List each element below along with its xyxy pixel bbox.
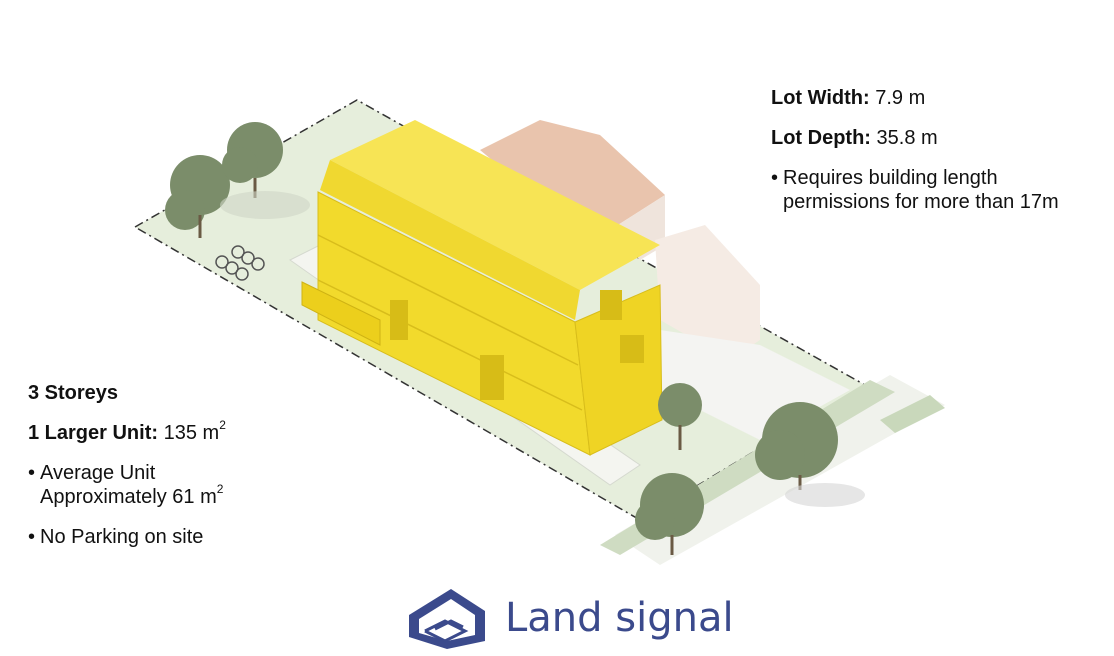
building-side-facade	[574, 284, 663, 456]
floor-line-1	[317, 234, 579, 366]
trees	[165, 122, 838, 540]
unit-info-panel: 3 Storeys 1 Larger Unit: 135 m2 • Averag…	[28, 381, 328, 549]
tree-shadow	[785, 483, 865, 507]
parking-note: • No Parking on site	[28, 526, 204, 548]
parking-text: No Parking on site	[40, 526, 204, 548]
neighbor-garage	[655, 225, 760, 360]
length-permission-note: • Requires building length permissions f…	[771, 166, 1071, 214]
tree-shadow	[220, 191, 310, 219]
lot-width-label: Lot Width:	[771, 87, 870, 109]
average-unit: • Average Unit Approximately 61 m2	[28, 462, 224, 508]
lot-depth-value: 35.8 m	[876, 127, 938, 149]
larger-unit-label: 1 Larger Unit:	[28, 422, 159, 444]
lot-width-value: 7.9 m	[875, 87, 926, 109]
building-roof-left	[320, 160, 580, 320]
floor-line-2	[317, 279, 583, 411]
storeys-label: 3 Storeys	[28, 382, 119, 404]
lot-width: Lot Width: 7.9 m	[771, 86, 1071, 110]
average-unit-line1: Average Unit	[40, 462, 156, 484]
length-permission-text: Requires building length permissions for…	[783, 167, 1059, 213]
lot-depth-label: Lot Depth:	[771, 127, 871, 149]
average-unit-line2: Approximately 61 m	[40, 486, 217, 508]
window-1	[390, 300, 408, 340]
larger-unit-sup: 2	[219, 418, 226, 433]
window-3	[600, 290, 622, 320]
logo-text: Land signal	[505, 595, 734, 641]
larger-unit-value: 135 m	[163, 422, 220, 444]
bicycles-icon	[215, 245, 265, 281]
curb-lawn	[880, 395, 945, 433]
neighbor-roof	[480, 120, 665, 230]
window-2	[480, 355, 504, 400]
average-unit-sup: 2	[216, 482, 224, 497]
larger-unit: 1 Larger Unit: 135 m2	[28, 418, 328, 445]
land-signal-logo: Land signal	[405, 585, 735, 651]
lot-info-panel: Lot Width: 7.9 m Lot Depth: 35.8 m • Req…	[771, 86, 1071, 214]
storeys: 3 Storeys	[28, 381, 328, 405]
window-4	[620, 335, 644, 363]
building-roof	[330, 120, 660, 290]
lot-depth: Lot Depth: 35.8 m	[771, 126, 1071, 150]
land-signal-logo-icon	[409, 589, 485, 649]
bin-storage	[301, 281, 381, 346]
tree-trunks	[198, 178, 802, 555]
